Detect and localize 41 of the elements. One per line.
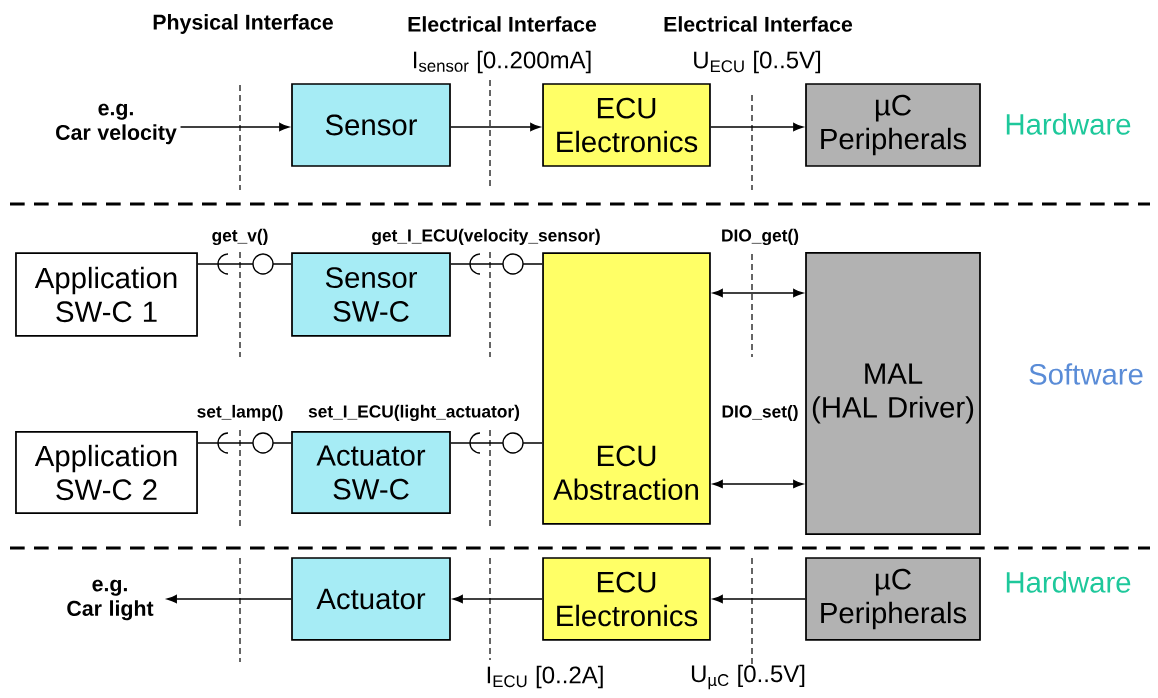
edge-label: DIO_get() (719, 227, 801, 247)
interface-heading: Physical Interface (153, 14, 333, 34)
port-connector (450, 253, 543, 275)
component-box: Sensor SW-C (291, 252, 451, 337)
signal-label: U$_{µC}$ [0..5V] (691, 664, 805, 690)
component-box: µC Peripherals (805, 83, 981, 167)
signal-text: e.g. Car velocity (56, 103, 177, 145)
port-connector (197, 253, 292, 275)
edge-label: get_v() (210, 227, 270, 247)
component-box: µC Peripherals (805, 557, 981, 641)
component-box: ECU Electronics (542, 83, 711, 167)
layer-label: Hardware (1006, 571, 1131, 593)
arrow (712, 594, 806, 604)
arrow (179, 122, 290, 132)
arrow (710, 122, 804, 132)
edge-label: set_I_ECU(light_actuator) (306, 403, 522, 423)
arrow (166, 594, 292, 604)
port-connector (450, 432, 543, 454)
component-box: ECU Abstraction (542, 252, 711, 525)
arrow (712, 479, 804, 489)
signal-label: I$_{ECU}$ [0..2A] (487, 665, 603, 689)
component-box: Actuator (291, 557, 451, 641)
component-box: Application SW-C 2 (15, 431, 198, 514)
interface-heading: Electrical Interface (408, 16, 597, 32)
layer-label: Software (1029, 363, 1143, 385)
arrow (452, 594, 543, 604)
component-box: Sensor (291, 83, 451, 167)
arrow (712, 288, 804, 298)
component-box: Actuator SW-C (291, 431, 451, 514)
edge-label: get_I_ECU(velocity_sensor) (370, 227, 602, 247)
arrow (450, 122, 541, 132)
component-box: MAL (HAL Driver) (805, 252, 981, 535)
edge-label: DIO_set() (720, 403, 800, 423)
component-box: ECU Electronics (542, 557, 711, 641)
edge-label: set_lamp() (195, 403, 285, 423)
signal-text: e.g. Car light (67, 579, 154, 621)
signal-label: U$_{ECU}$ [0..5V] (694, 50, 821, 74)
component-box: Application SW-C 1 (15, 252, 198, 337)
interface-heading: Electrical Interface (664, 16, 853, 32)
signal-label: I$_{sensor}$ [0..200mA] (414, 50, 591, 74)
port-connector (197, 432, 292, 454)
